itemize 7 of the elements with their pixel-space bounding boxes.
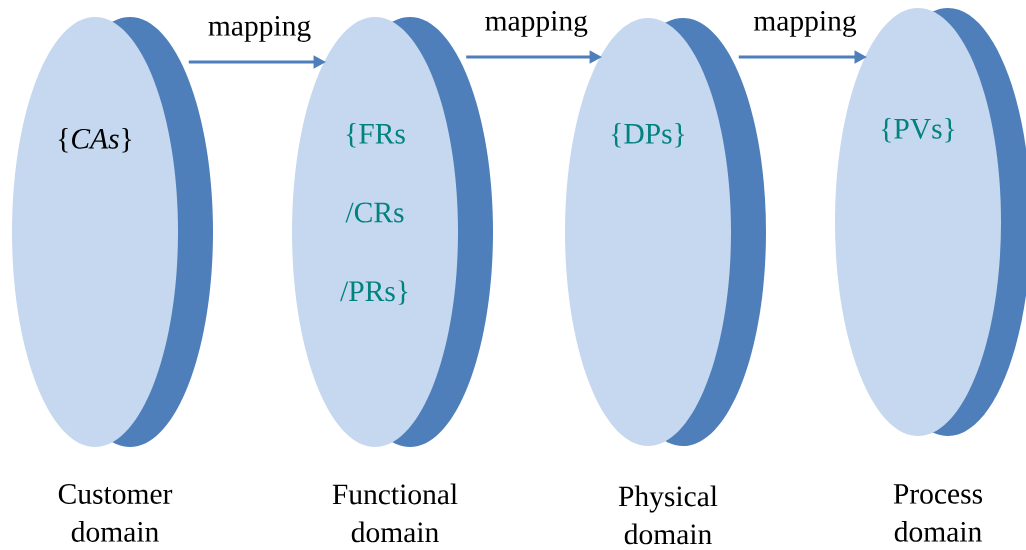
edge-label: mapping xyxy=(208,16,311,42)
domain-label: Customer domain xyxy=(58,484,173,542)
domain-label: Process domain xyxy=(893,484,983,542)
domain-label: Functional domain xyxy=(332,483,458,543)
edge-label: mapping xyxy=(485,11,588,37)
domain-label: Physical domain xyxy=(618,485,718,545)
edge-label: mapping xyxy=(753,11,857,37)
